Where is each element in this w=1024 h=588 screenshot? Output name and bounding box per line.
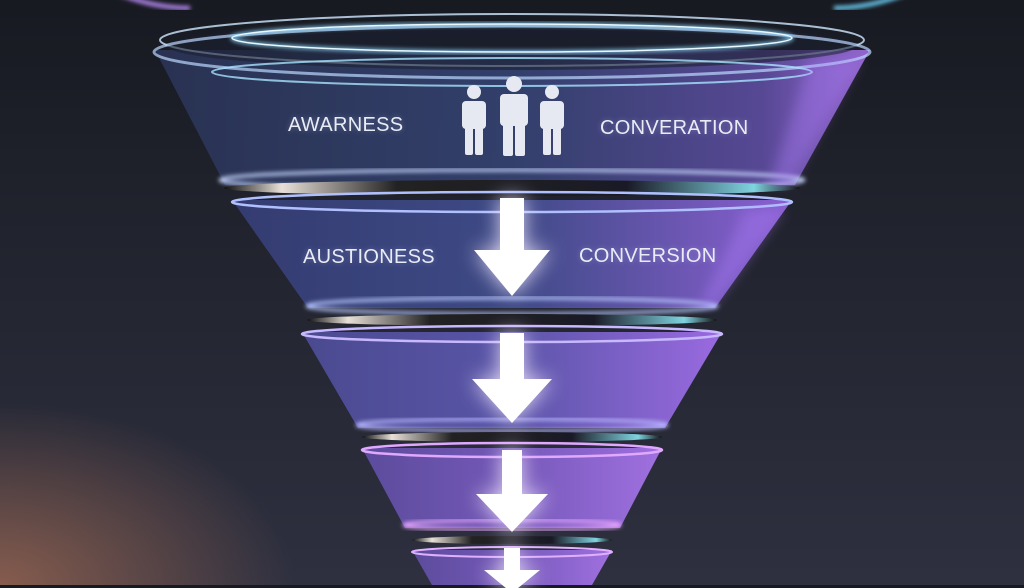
stage-2-right-label: CONVERSION [579, 245, 717, 267]
down-arrow-icon [476, 450, 548, 532]
people-group-icon [462, 76, 564, 156]
down-arrow-icon [472, 333, 552, 423]
stage-1-left-label: AWARNESS [288, 114, 404, 136]
down-arrow-icon [474, 198, 550, 296]
stage-1-right-label: CONVERATION [600, 117, 749, 139]
down-arrow-icon [484, 548, 540, 588]
stage-2-left-label: AUSTIONESS [303, 246, 435, 268]
